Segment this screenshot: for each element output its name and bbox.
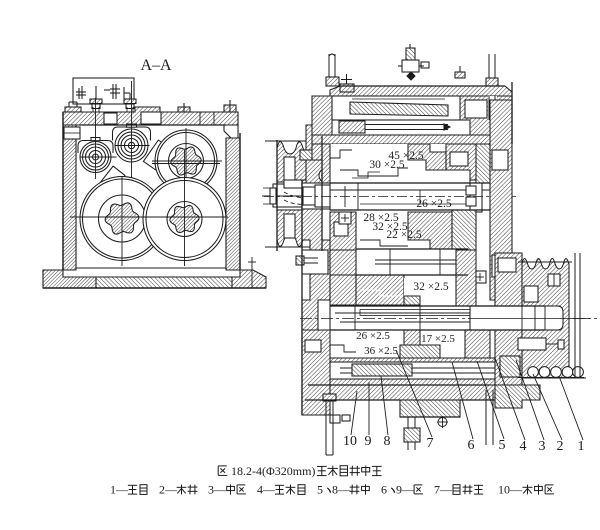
svg-text:9: 9 <box>365 434 372 449</box>
svg-text:4: 4 <box>520 439 527 454</box>
svg-text:2: 2 <box>557 439 564 454</box>
svg-text:5: 5 <box>499 438 506 453</box>
svg-text:A–A: A–A <box>140 57 172 74</box>
svg-text:45 ×2.5: 45 ×2.5 <box>388 150 423 162</box>
svg-text:17 ×2.5: 17 ×2.5 <box>421 333 455 345</box>
svg-text:10—: 10— <box>498 483 523 497</box>
svg-text:7: 7 <box>427 436 434 451</box>
svg-text:18.2-4(Φ320mm): 18.2-4(Φ320mm) <box>231 464 315 478</box>
svg-text:9—: 9— <box>396 483 415 497</box>
svg-text:5: 5 <box>317 483 323 497</box>
svg-text:7—: 7— <box>434 483 453 497</box>
svg-text:32 ×2.5: 32 ×2.5 <box>413 281 448 293</box>
svg-text:22 ×2.5: 22 ×2.5 <box>386 229 421 241</box>
svg-text:8—: 8— <box>332 483 351 497</box>
svg-text:6: 6 <box>468 438 475 453</box>
svg-text:28 ×2.5: 28 ×2.5 <box>363 212 398 224</box>
svg-text:30 ×2.5: 30 ×2.5 <box>369 159 404 171</box>
svg-text:26 ×2.5: 26 ×2.5 <box>416 198 451 210</box>
svg-text:2—: 2— <box>159 483 178 497</box>
svg-text:4—: 4— <box>257 483 276 497</box>
svg-text:26 ×2.5: 26 ×2.5 <box>356 330 390 342</box>
svg-text:10: 10 <box>343 434 357 449</box>
svg-text:6: 6 <box>381 483 387 497</box>
svg-text:8: 8 <box>384 434 391 449</box>
svg-text:36 ×2.5: 36 ×2.5 <box>364 345 398 357</box>
svg-text:3: 3 <box>539 439 546 454</box>
svg-text:3—: 3— <box>208 483 227 497</box>
svg-text:1—: 1— <box>110 483 129 497</box>
svg-text:32 ×2.5: 32 ×2.5 <box>372 221 407 233</box>
svg-text:1: 1 <box>578 439 585 454</box>
